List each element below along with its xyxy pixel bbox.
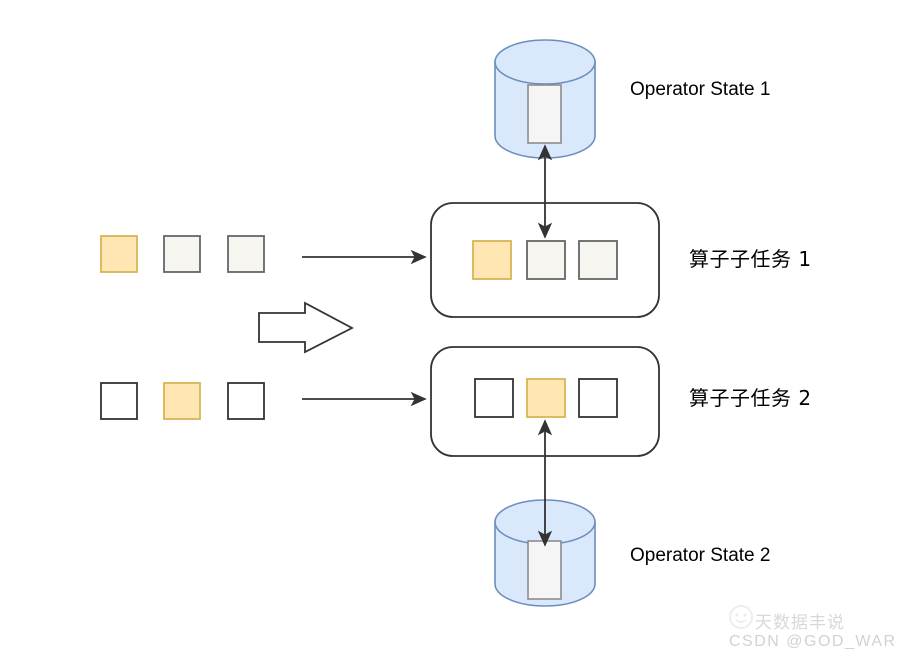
operator-state-1-cylinder bbox=[494, 39, 596, 159]
input-stream-1-record-1 bbox=[163, 235, 201, 273]
input-stream-1-record-2 bbox=[227, 235, 265, 273]
input-stream-1-record-0 bbox=[100, 235, 138, 273]
subtask-1-box bbox=[430, 202, 660, 318]
subtask-2-record-2 bbox=[578, 378, 618, 418]
watermark-logo-icon bbox=[729, 605, 753, 629]
input-stream-2-records bbox=[100, 382, 265, 420]
subtask-1-record-0 bbox=[472, 240, 512, 280]
input-stream-2-record-0 bbox=[100, 382, 138, 420]
subtask-2-record-0 bbox=[474, 378, 514, 418]
operator-state-2-inner-record bbox=[527, 540, 562, 600]
subtask-2-label: 算子子任务 2 bbox=[689, 386, 812, 410]
operator-state-1-label: Operator State 1 bbox=[630, 79, 771, 100]
subtask-1-label: 算子子任务 1 bbox=[689, 247, 812, 271]
subtask-1-record-2 bbox=[578, 240, 618, 280]
input-stream-2-record-2 bbox=[227, 382, 265, 420]
input-stream-1-records bbox=[100, 235, 265, 273]
operator-state-1-inner-record bbox=[527, 84, 562, 144]
subtask-2-record-1 bbox=[526, 378, 566, 418]
operator-state-2-label: Operator State 2 bbox=[630, 545, 771, 566]
input-stream-2-record-1 bbox=[163, 382, 201, 420]
flow-block-arrow-icon bbox=[258, 301, 354, 354]
subtask-1-record-1 bbox=[526, 240, 566, 280]
